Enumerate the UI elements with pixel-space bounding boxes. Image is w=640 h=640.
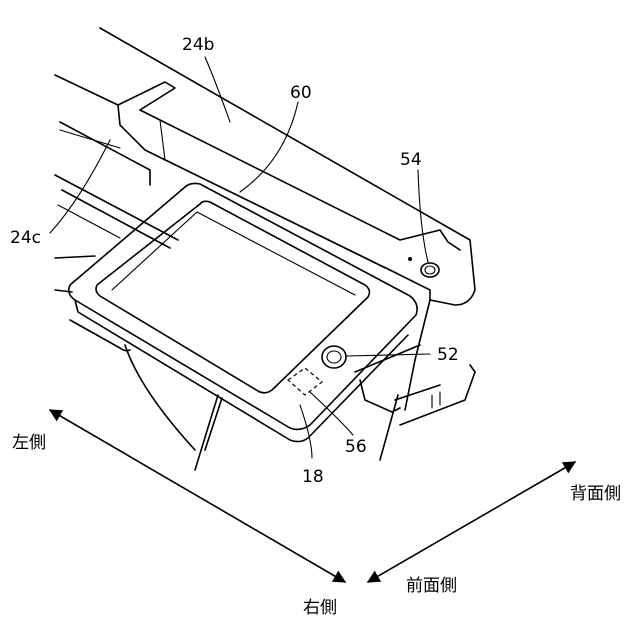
sensor-area-56	[288, 368, 322, 395]
label-24c: 24c	[10, 228, 41, 248]
power-button-54	[408, 257, 439, 277]
home-button-52	[322, 346, 346, 368]
label-front-side: 前面側	[406, 576, 457, 596]
label-24b: 24b	[182, 35, 214, 55]
label-60: 60	[290, 83, 312, 103]
label-52: 52	[437, 345, 459, 365]
label-56: 56	[345, 437, 367, 457]
label-back-side: 背面側	[570, 484, 621, 504]
side-cover-24c	[55, 122, 178, 292]
left-right-arrow	[50, 410, 345, 582]
front-back-arrow	[368, 462, 575, 582]
label-right-side: 右側	[303, 598, 337, 618]
label-54: 54	[400, 150, 422, 170]
label-left-side: 左側	[12, 433, 46, 453]
label-18: 18	[302, 467, 324, 487]
lower-body	[70, 300, 475, 470]
